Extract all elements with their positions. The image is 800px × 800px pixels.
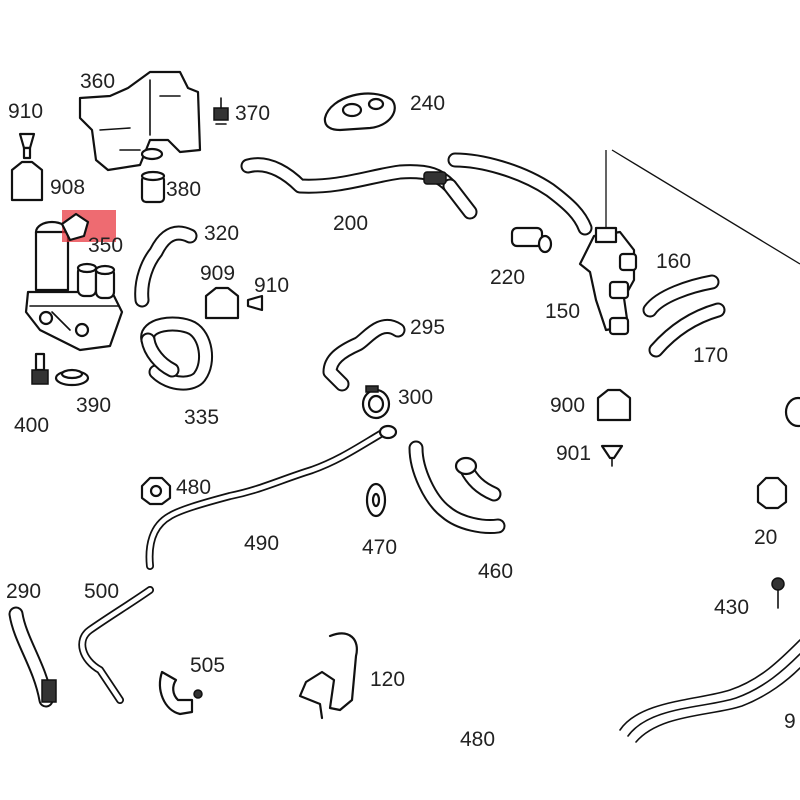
- part-360-bracket: [78, 70, 202, 172]
- callout-901: 901: [556, 442, 591, 465]
- callout-910-mid: 910: [254, 274, 289, 297]
- callout-908: 908: [50, 176, 85, 199]
- callout-430: 430: [714, 596, 749, 619]
- part-480-nut: [140, 476, 172, 506]
- part-200-hose: [240, 152, 593, 236]
- callout-909: 909: [200, 262, 235, 285]
- part-910-fitting-left: [18, 132, 36, 160]
- callout-480: 480: [176, 476, 211, 499]
- part-pipe-bundle: [619, 639, 800, 743]
- callout-390: 390: [76, 394, 111, 417]
- part-909-cap: [204, 286, 240, 320]
- part-335-hose: [140, 316, 214, 391]
- callout-335: 335: [184, 406, 219, 429]
- part-490-pipe: [145, 424, 398, 570]
- part-900-cap: [596, 388, 632, 422]
- callout-290: 290: [6, 580, 41, 603]
- callout-300: 300: [398, 386, 433, 409]
- callout-labels: 910 360 370 240 908 380 200 350 320 220 …: [6, 70, 796, 751]
- callout-150: 150: [545, 300, 580, 323]
- part-edge-fitting: [784, 396, 800, 428]
- callout-320: 320: [204, 222, 239, 245]
- callout-490: 490: [244, 532, 279, 555]
- part-500-pipe: [78, 586, 154, 704]
- callout-910-top: 910: [8, 100, 43, 123]
- part-320-hose: [134, 225, 198, 308]
- callout-200: 200: [333, 212, 368, 235]
- part-240-gasket: [323, 92, 396, 132]
- callout-470: 470: [362, 536, 397, 559]
- part-380-sleeve: [140, 170, 166, 204]
- part-150-valve: [578, 150, 638, 336]
- part-160-hose: [642, 274, 720, 318]
- callout-460: 460: [478, 560, 513, 583]
- part-170-hose: [648, 302, 726, 358]
- part-505-clip: [158, 670, 203, 716]
- callout-160: 160: [656, 250, 691, 273]
- callout-350: 350: [88, 234, 123, 257]
- callout-9: 9: [784, 710, 796, 733]
- part-910-fitting-right: [246, 294, 264, 312]
- part-350-sensor: [60, 212, 90, 242]
- callout-170: 170: [693, 344, 728, 367]
- callout-480-bottom: 480: [460, 728, 495, 751]
- part-120-bracket: [298, 632, 358, 720]
- part-20-nut: [756, 476, 788, 510]
- callout-400: 400: [14, 414, 49, 437]
- callout-900: 900: [550, 394, 585, 417]
- part-220-connector: [510, 226, 553, 254]
- part-470-washer: [365, 482, 387, 518]
- part-430-bolt: [771, 577, 785, 609]
- callout-380: 380: [166, 178, 201, 201]
- callout-20: 20: [754, 526, 777, 549]
- callout-120: 120: [370, 668, 405, 691]
- diagram-leader-line: [611, 149, 800, 265]
- part-290-hose: [8, 606, 57, 708]
- part-460-hose: [408, 440, 506, 534]
- part-400-sensor: [31, 352, 49, 385]
- callout-240: 240: [410, 92, 445, 115]
- callout-500: 500: [84, 580, 119, 603]
- part-370-bolt: [213, 97, 229, 125]
- callout-360: 360: [80, 70, 115, 93]
- part-300-clamp: [361, 385, 391, 420]
- part-295-hose: [322, 319, 406, 392]
- callout-295: 295: [410, 316, 445, 339]
- callout-370: 370: [235, 102, 270, 125]
- callout-505: 505: [190, 654, 225, 677]
- part-390-grommet: [54, 368, 90, 387]
- part-908-cap: [10, 160, 44, 202]
- callout-220: 220: [490, 266, 525, 289]
- part-901-fitting: [600, 444, 624, 467]
